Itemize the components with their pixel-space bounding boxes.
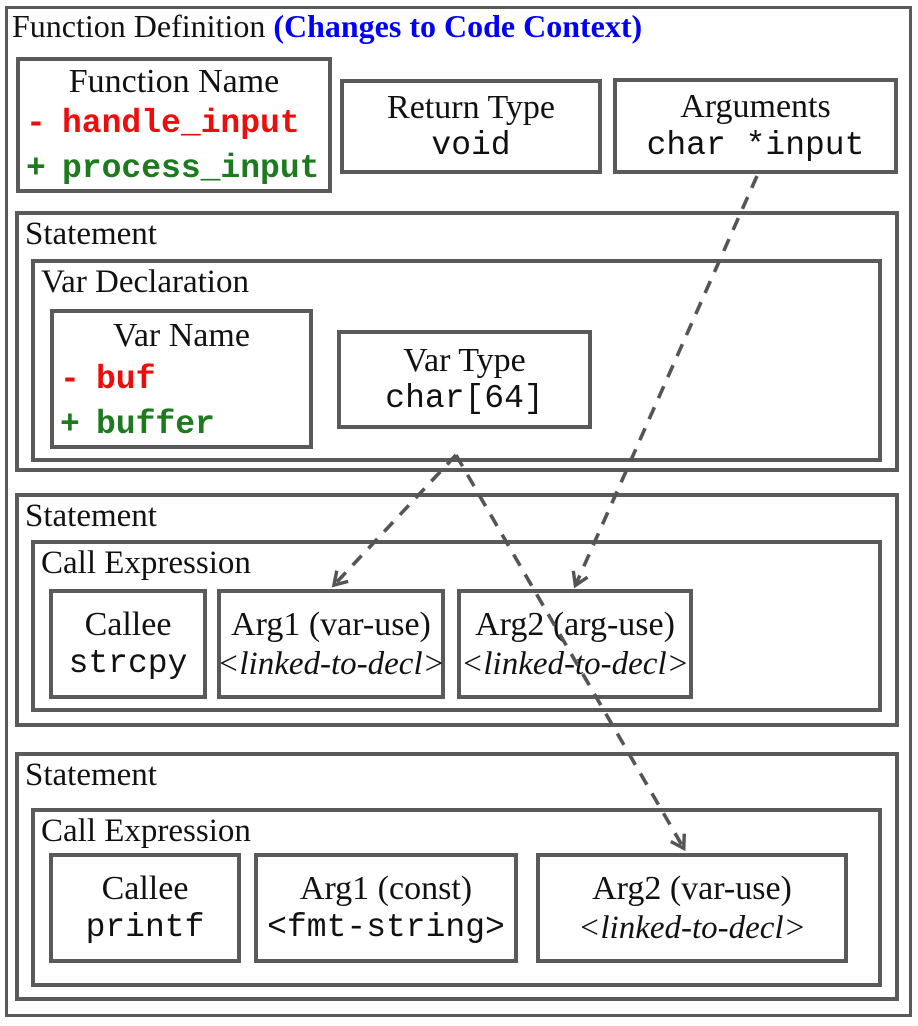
arg1-value: <linked-to-decl>: [217, 645, 445, 682]
minus-sign: -: [60, 361, 80, 398]
plus-sign: +: [60, 406, 80, 443]
strcpy-arg1-box: Arg1 (var-use) <linked-to-decl>: [217, 589, 445, 699]
plus-sign: +: [26, 150, 46, 187]
strcpy-callee-box: Callee strcpy: [49, 589, 207, 699]
call-expression1-label: Call Expression: [41, 545, 251, 581]
minus-sign: -: [26, 105, 46, 142]
statement2-label: Statement: [25, 498, 157, 534]
added-function-name: process_input: [62, 150, 320, 187]
statement3-label: Statement: [25, 757, 157, 793]
printf-arg2-box: Arg2 (var-use) <linked-to-decl>: [536, 853, 848, 963]
printf-callee-box: Callee printf: [49, 853, 241, 963]
arg2-value: <linked-to-decl>: [461, 645, 689, 682]
function-name-added: + process_input: [26, 152, 324, 185]
arg1-label: Arg1 (const): [299, 870, 473, 908]
return-type-box: Return Type void: [340, 79, 602, 174]
call-expression2-label: Call Expression: [41, 813, 251, 849]
diagram-title: Function Definition (Changes to Code Con…: [12, 8, 642, 45]
var-type-label: Var Type: [403, 341, 526, 379]
title-function-definition: Function Definition: [12, 8, 266, 44]
added-var-name: buffer: [96, 406, 215, 443]
var-name-label: Var Name: [113, 317, 250, 354]
var-declaration-label: Var Declaration: [41, 264, 249, 300]
statement1-label: Statement: [25, 216, 157, 252]
removed-function-name: handle_input: [62, 105, 300, 142]
title-changes-to-code-context: (Changes to Code Context): [273, 8, 643, 44]
strcpy-arg2-box: Arg2 (arg-use) <linked-to-decl>: [457, 589, 693, 699]
function-name-box: Function Name -handle_input + process_inp…: [16, 57, 332, 193]
removed-var-name: buf: [96, 361, 156, 398]
callee-label: Callee: [84, 606, 172, 644]
var-name-removed: -buf: [60, 363, 305, 396]
var-name-added: + buffer: [60, 408, 305, 441]
var-type-value: char[64]: [385, 380, 544, 418]
arg2-label: Arg2 (var-use): [592, 870, 792, 908]
arg1-label: Arg1 (var-use): [231, 606, 431, 644]
callee-label: Callee: [101, 870, 189, 908]
return-type-label: Return Type: [387, 88, 555, 126]
arg1-value: <fmt-string>: [267, 908, 505, 946]
return-type-value: void: [431, 127, 511, 165]
arguments-label: Arguments: [680, 88, 831, 126]
var-type-box: Var Type char[64]: [337, 330, 592, 429]
function-name-label: Function Name: [68, 63, 280, 100]
var-name-box: Var Name -buf + buffer: [50, 309, 313, 449]
callee-value: strcpy: [68, 644, 188, 682]
arg2-label: Arg2 (arg-use): [475, 606, 675, 644]
arguments-box: Arguments char *input: [613, 78, 898, 174]
arguments-value: char *input: [646, 126, 865, 164]
function-name-removed: -handle_input: [26, 107, 324, 140]
arg2-value: <linked-to-decl>: [578, 909, 806, 946]
callee-value: printf: [85, 908, 205, 946]
printf-arg1-box: Arg1 (const) <fmt-string>: [254, 853, 518, 963]
